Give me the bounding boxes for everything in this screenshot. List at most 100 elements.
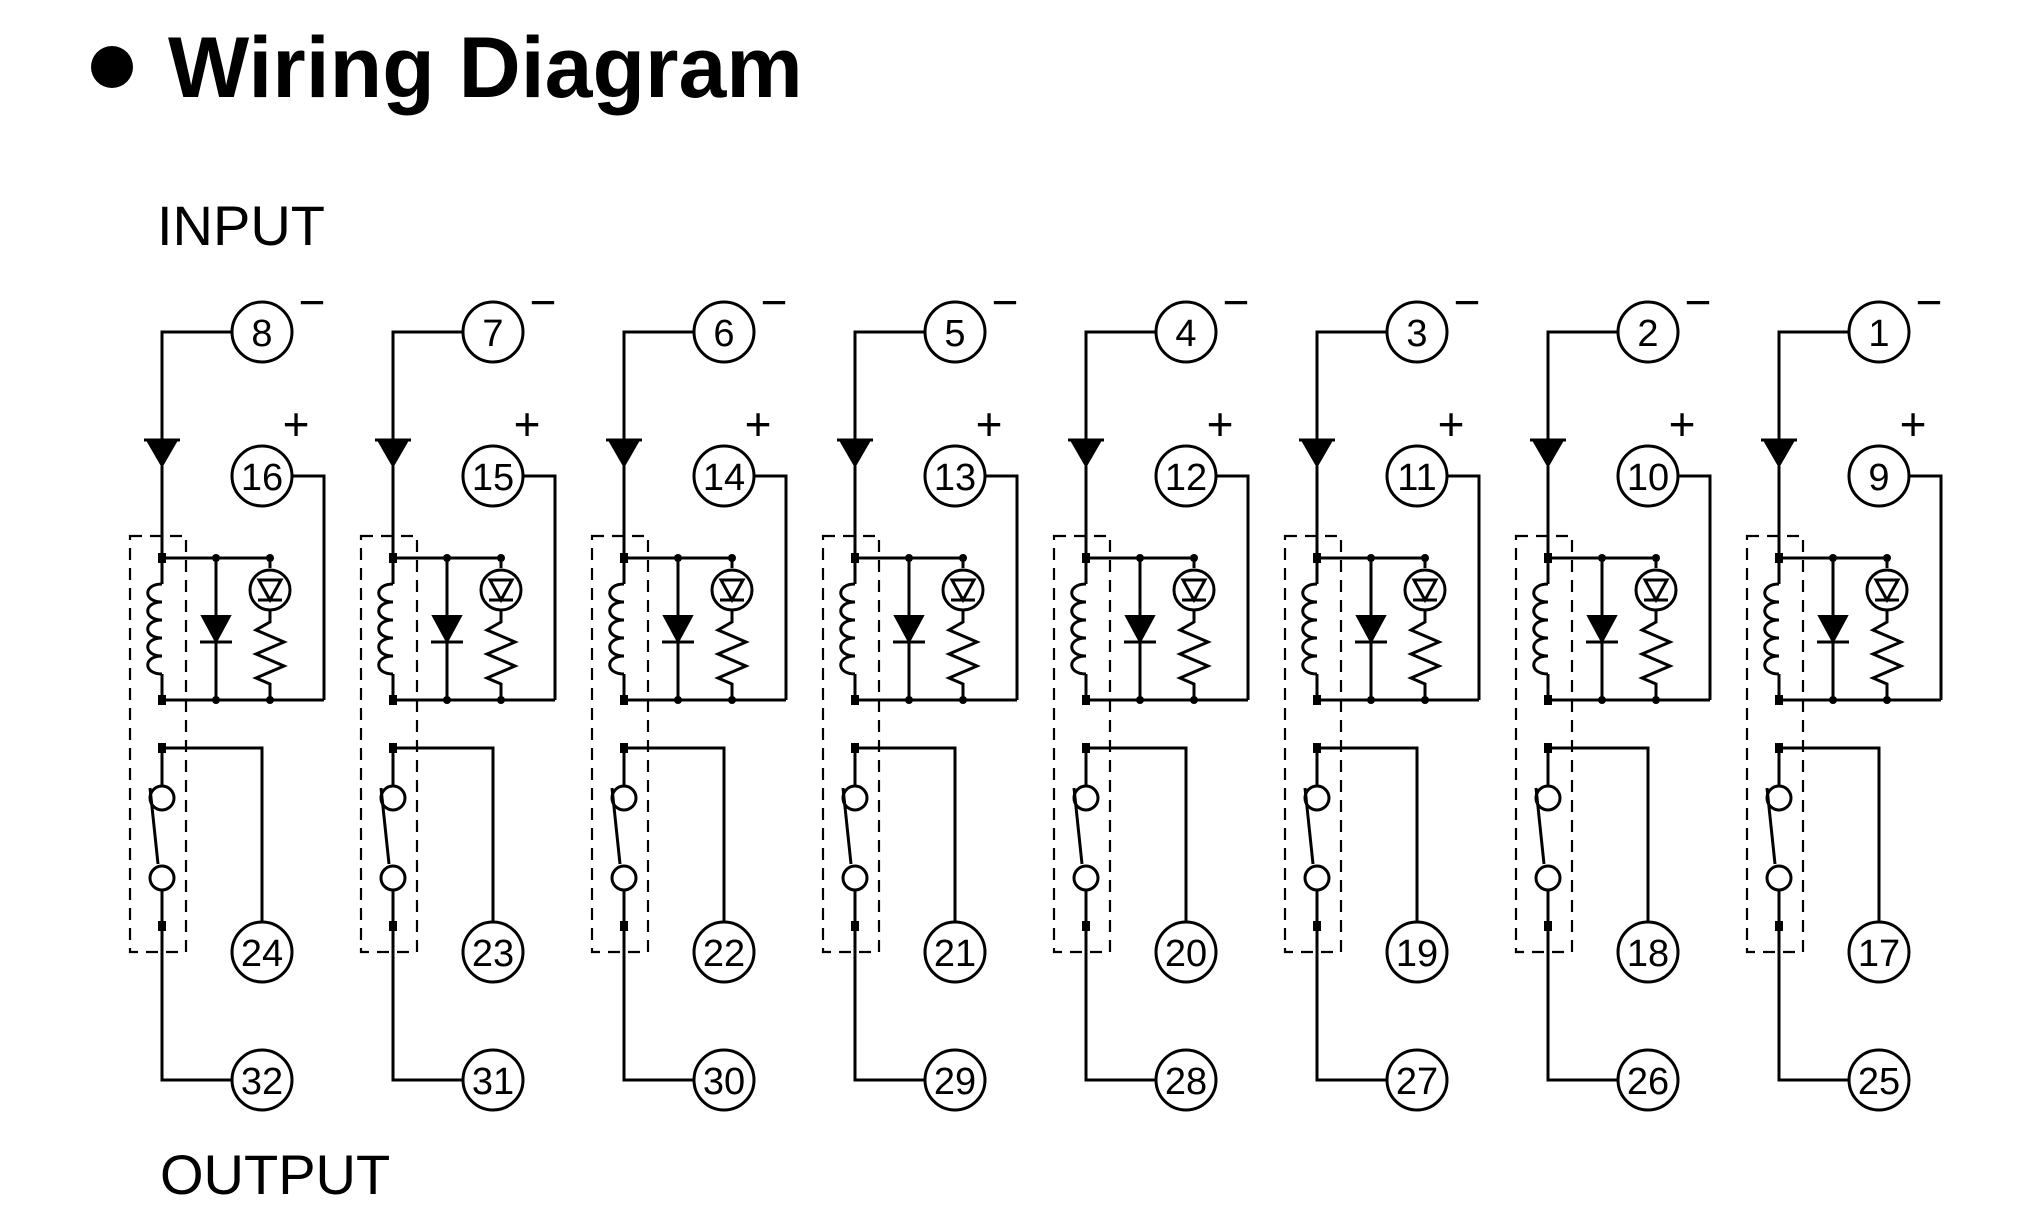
output-b-wire [391,926,463,1082]
resistor-icon [1869,610,1905,700]
blocking-diode-icon [1762,439,1796,469]
terminal-number: 12 [1165,457,1207,499]
output-a-wire [624,746,726,922]
junction-dot [1136,554,1144,562]
minus-sign: − [761,276,788,328]
junction-dot [1598,554,1606,562]
relay-contact-arm [610,787,622,865]
plus-sign: + [1207,398,1234,450]
terminal-number: 27 [1396,1061,1438,1103]
terminal-circle [1847,300,1911,364]
terminal-circle [692,920,756,984]
indicator-led-triangle [949,578,977,604]
terminal-circle [1385,1048,1449,1112]
suppression-diode-icon [200,615,232,645]
output-b-wire [160,926,232,1082]
relay-coil-icon [608,582,625,676]
contact-terminal-icon [1534,784,1562,812]
terminal-number: 19 [1396,933,1438,975]
terminal-circle [1847,920,1911,984]
input-plus-wire [1678,474,1712,700]
terminal-number: 4 [1175,313,1196,355]
plus-sign: + [1669,398,1696,450]
terminal-circle [230,920,294,984]
terminal-number: 15 [472,457,514,499]
relay-coil-icon [1532,582,1549,676]
relay-pin [1313,695,1321,705]
junction-dot [1367,696,1375,704]
terminal-number: 31 [472,1061,514,1103]
junction-dot [905,696,913,704]
input-plus-wire [1216,474,1250,700]
minus-sign: − [1454,276,1481,328]
terminal-circle [1847,444,1911,508]
terminal-number: 26 [1627,1061,1669,1103]
output-label: OUTPUT [160,1143,390,1206]
relay-pin [1775,553,1783,563]
suppression-diode-icon [662,615,694,645]
resistor-icon [252,610,288,700]
terminal-circle [692,444,756,508]
junction-dot [674,696,682,704]
input-minus-wire [622,330,694,440]
contact-terminal-icon [841,864,869,892]
output-a-wire [1779,746,1881,922]
title-bullet [91,46,133,88]
relay-pin [1082,695,1090,705]
input-plus-wire [754,474,788,700]
output-b-wire [1315,926,1387,1082]
junction-dot [1421,696,1429,704]
terminal-number: 6 [713,313,734,355]
minus-sign: − [1685,276,1712,328]
input-minus-wire [853,330,925,440]
plus-sign: + [976,398,1003,450]
junction-dot [1652,696,1660,704]
junction-dot [266,554,274,562]
terminal-number: 29 [934,1061,976,1103]
terminal-number: 24 [241,933,283,975]
terminal-circle [461,444,525,508]
terminal-number: 16 [241,457,283,499]
plus-sign: + [745,398,772,450]
input-plus-wire [523,474,557,700]
output-a-wire [1548,746,1650,922]
relay-pin [1544,553,1552,563]
relay-contact-arm [1303,787,1315,865]
relay-pin [620,553,628,563]
contact-terminal-icon [148,864,176,892]
junction-dot [1598,696,1606,704]
terminal-circle [923,300,987,364]
suppression-diode-icon [1355,615,1387,645]
relay-pin [851,695,859,705]
relay-contact-arm [1534,787,1546,865]
junction-dot [1367,554,1375,562]
minus-sign: − [1223,276,1250,328]
indicator-led-triangle [487,578,515,604]
terminal-number: 9 [1868,457,1889,499]
resistor-icon [1176,610,1212,700]
input-minus-wire [1777,330,1849,440]
junction-dot [1136,696,1144,704]
terminal-circle [1385,444,1449,508]
input-plus-wire [985,474,1019,700]
page-title: Wiring Diagram [168,20,803,116]
contact-terminal-icon [1072,784,1100,812]
junction-dot [1421,554,1429,562]
terminal-number: 21 [934,933,976,975]
contact-terminal-icon [379,864,407,892]
relay-pin [158,695,166,705]
terminal-number: 30 [703,1061,745,1103]
contact-terminal-icon [610,864,638,892]
terminal-number: 11 [1397,457,1436,499]
output-b-wire [1546,926,1618,1082]
junction-dot [212,554,220,562]
output-b-wire [1084,926,1156,1082]
relay-pin [158,553,166,563]
relay-pin [1313,553,1321,563]
terminal-number: 10 [1627,457,1669,499]
indicator-led-triangle [1873,578,1901,604]
output-a-wire [1317,746,1419,922]
resistor-icon [714,610,750,700]
